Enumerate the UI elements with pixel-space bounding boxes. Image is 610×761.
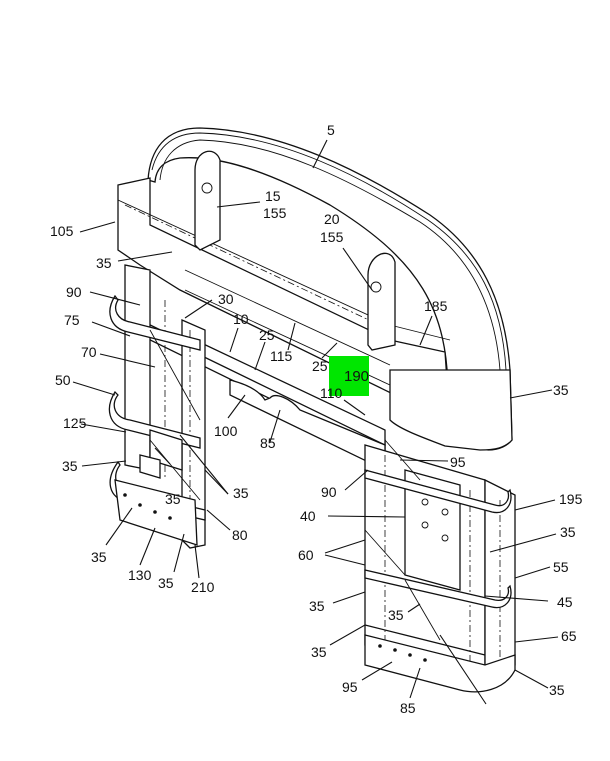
bracket-20 [367, 252, 396, 351]
callout-35: 95 [450, 454, 466, 470]
callout-195: 40 [300, 508, 316, 524]
callout-75: 75 [64, 312, 80, 328]
callout-115: 115 [270, 348, 293, 364]
callout-110: 35 [553, 382, 569, 398]
callout-95: 35 [165, 491, 181, 507]
callout-25: 25 [312, 358, 328, 374]
bracket-20-hole [370, 281, 382, 293]
right-rail-lower [364, 624, 486, 656]
top-frame-inner [159, 139, 501, 430]
callout-190: 110 [320, 385, 343, 401]
callout-90: 195 [559, 491, 583, 507]
callout-35: 35 [388, 607, 404, 623]
callout-35: 35 [91, 549, 107, 565]
callout-50: 50 [55, 372, 71, 388]
callout-85: 35 [62, 458, 78, 474]
callout-65: 95 [342, 679, 358, 695]
right-foot-holes [378, 644, 427, 662]
callout-105: 105 [50, 223, 74, 239]
callout-210: 55 [553, 559, 569, 575]
callout-90: 90 [66, 284, 82, 300]
callout-60: 130 [128, 567, 152, 583]
callout-35: 85 [400, 700, 416, 716]
left-post [124, 264, 151, 471]
right-post-dash [384, 455, 471, 670]
highlight-box [329, 356, 369, 396]
left-rail-lower [108, 390, 201, 449]
cross-member-top [184, 269, 391, 366]
leader-lines [72, 139, 559, 705]
callout-30: 30 [218, 291, 234, 307]
top-frame-rim [151, 132, 507, 371]
left-rail-upper [109, 294, 201, 351]
callout-30: 190 [344, 368, 369, 385]
upper-panel-dash [124, 204, 391, 331]
callout-70: 70 [81, 344, 97, 360]
callout-100: 85 [260, 435, 276, 451]
callout-labels: 5 15 155 20 155 105 35 90 30 75 10 25 18… [50, 122, 583, 716]
bracket-15 [194, 150, 221, 251]
callout-35: 210 [191, 579, 215, 595]
callout-35: 90 [321, 484, 337, 500]
callout-10: 10 [233, 311, 249, 327]
callout-35: 35 [233, 485, 249, 501]
callout-25: 25 [259, 327, 275, 343]
bracket-15-hole [201, 182, 213, 194]
callout-15: 15 [265, 188, 281, 204]
callout-155: 155 [263, 205, 287, 221]
callout-20: 20 [324, 211, 340, 227]
callout-185: 185 [424, 298, 448, 314]
callout-130: 35 [158, 575, 174, 591]
right-block-110 [389, 369, 513, 451]
center-plate [229, 379, 386, 472]
right-rail-upper [364, 469, 512, 514]
callout-55: 45 [557, 594, 573, 610]
callout-95: 35 [549, 682, 565, 698]
left-diag [149, 329, 201, 501]
right-rail-mid [364, 569, 512, 609]
assembly-drawing [108, 127, 516, 693]
callout-155: 155 [320, 229, 344, 245]
left-gusset-95 [139, 454, 161, 479]
left-foot-holes [123, 493, 172, 520]
callout-45: 35 [309, 598, 325, 614]
callout-125: 100 [214, 423, 238, 439]
right-foot [364, 634, 516, 693]
callout-35: 60 [298, 547, 314, 563]
callout-35: 35 [311, 644, 327, 660]
callout-5: 5 [327, 122, 335, 138]
right-post-holes [421, 498, 449, 542]
callout-35: 65 [561, 628, 577, 644]
callout-80: 35 [560, 524, 576, 540]
callout-35: 35 [96, 255, 112, 271]
callout-40: 80 [232, 527, 248, 543]
callout-35: 125 [63, 415, 87, 431]
